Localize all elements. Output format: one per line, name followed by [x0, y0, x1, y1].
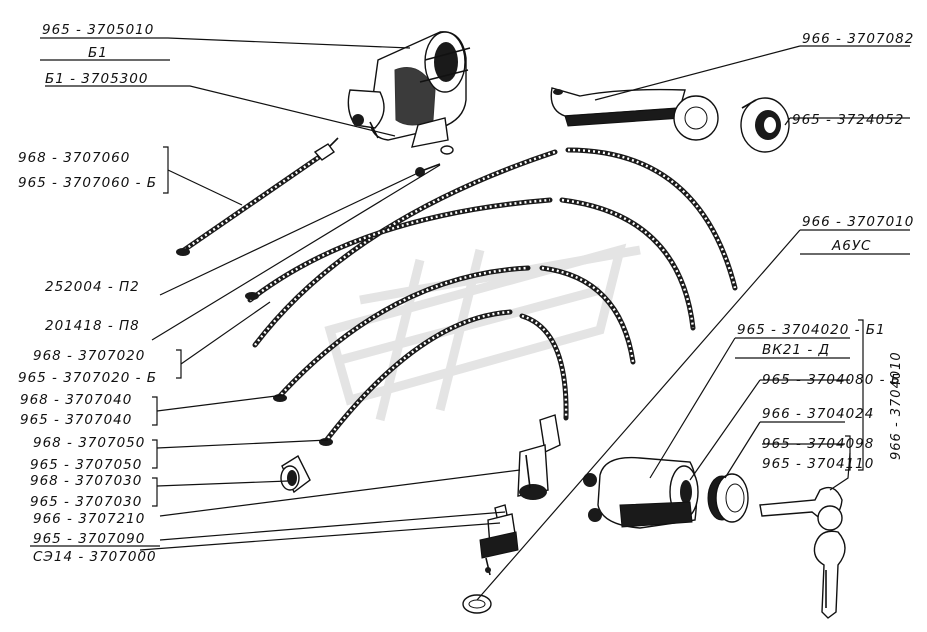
spark-plug-icon — [462, 504, 519, 614]
label-ring-080: 965 - 3704080 - Б — [762, 372, 901, 388]
label-plug-000: СЭ14 - 3707000 — [33, 549, 157, 565]
label-wire-020a: 968 - 3707020 — [33, 348, 145, 364]
label-key-110: 965 - 3704110 — [762, 456, 874, 472]
label-harness-010: 966 - 3707010 — [802, 214, 914, 230]
label-wire-030b: 965 - 3707030 — [30, 494, 142, 510]
label-cap-210: 966 - 3707210 — [33, 511, 145, 527]
label-tip-252004: 252004 - П2 — [45, 279, 140, 295]
plug-boot-icon — [517, 414, 561, 500]
label-assembly-010: 966 - 3704010 — [889, 351, 904, 460]
rubber-cap-icon — [280, 454, 311, 494]
label-nut-024: 966 - 3704024 — [762, 406, 874, 422]
pin-icon — [415, 145, 454, 177]
ignition-coil-icon — [347, 31, 471, 148]
label-wire-030a: 968 - 3707030 — [30, 473, 142, 489]
label-switch-sub: ВК21 - Д — [762, 342, 830, 358]
leader-lines — [40, 37, 910, 601]
hv-wire-2 — [247, 197, 696, 331]
label-wire-050b: 965 - 3707050 — [30, 457, 142, 473]
label-wire-020b: 965 - 3707020 - Б — [18, 370, 157, 386]
key-pair-icon — [759, 486, 846, 619]
label-coil-bracket: Б1 - 3705300 — [45, 71, 148, 87]
hv-wire-4 — [322, 309, 569, 445]
lock-ring-icon — [707, 473, 749, 523]
label-wire-040a: 968 - 3707040 — [20, 392, 132, 408]
label-probe-b: 965 - 3707060 - Б — [18, 175, 157, 191]
label-grommet-052: 965 - 3724052 — [792, 112, 904, 128]
label-cap-090: 965 - 3707090 — [33, 531, 145, 547]
label-wire-040b: 965 - 3707040 — [20, 412, 132, 428]
probe-rod-icon — [181, 137, 339, 253]
label-key-098: 965 - 3704098 — [762, 436, 874, 452]
label-tip-201418: 201418 - П8 — [45, 318, 140, 334]
label-probe-a: 968 - 3707060 — [18, 150, 130, 166]
label-coil-part: 965 - 3705010 — [42, 22, 154, 38]
label-switch-020: 965 - 3704020 - Б1 — [737, 322, 886, 338]
ignition-switch-icon — [583, 456, 699, 529]
label-harness-sub: А6УС — [831, 238, 871, 254]
grommet-icon — [740, 97, 790, 153]
label-wire-050a: 968 - 3707050 — [33, 435, 145, 451]
part-labels: 965 - 3705010 Б1 Б1 - 3705300 968 - 3707… — [18, 22, 914, 565]
hv-wire-3 — [275, 265, 636, 401]
tip-icon — [176, 248, 333, 446]
label-bracket-082: 966 - 3707082 — [802, 31, 914, 47]
label-coil-variant: Б1 — [88, 45, 108, 61]
label-underlines — [30, 59, 910, 547]
bracket-icon — [550, 87, 719, 141]
